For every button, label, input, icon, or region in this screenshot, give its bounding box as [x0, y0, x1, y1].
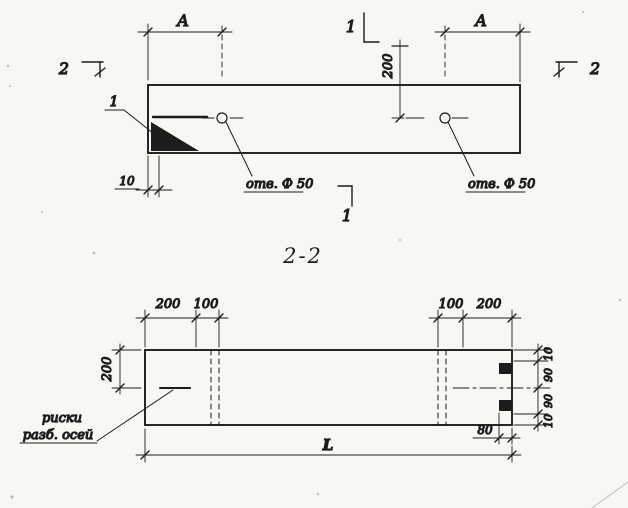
- dim-80: [472, 412, 521, 445]
- corner-scratch: [591, 481, 628, 508]
- dim-left-200: [111, 343, 142, 395]
- dim-top-right: [428, 309, 522, 348]
- hole-right: [405, 112, 469, 124]
- axes-note-line1: риски: [42, 411, 82, 426]
- dim-right-90-lower-label: 90: [542, 394, 555, 408]
- hidden-lines-right: [437, 349, 447, 426]
- notch-top: [499, 363, 512, 374]
- dim-a-right: [434, 23, 531, 83]
- dim-10-plan-label: 10: [119, 174, 135, 188]
- corner-triangle-mark: [151, 122, 199, 151]
- dim-top-right-100-label: 100: [439, 297, 464, 312]
- hidden-lines-left: [210, 349, 220, 426]
- section-title: 2-2: [282, 244, 323, 268]
- dim-200-vertical: [391, 39, 409, 123]
- scan-artifacts: [6, 11, 622, 499]
- section-2-marker-left: [81, 61, 106, 78]
- dim-right-10-top-label: 10: [542, 347, 555, 361]
- section-2-right-label: 2: [589, 59, 600, 78]
- section-1-marker-bottom: [337, 185, 353, 207]
- dim-10-plan: [114, 155, 173, 198]
- plan-view: A A 1 1 200: [57, 10, 600, 225]
- section-2-marker-right: [553, 61, 578, 78]
- dim-length: [135, 428, 522, 463]
- hole-left-leader: [225, 121, 304, 193]
- corner-callout-leader: [104, 109, 164, 142]
- dim-right-chain: [513, 343, 549, 432]
- axes-note-line2: разб. осей: [23, 428, 94, 443]
- hole-left-label: отв. Ф 50: [246, 177, 313, 192]
- axes-note-leader: [19, 389, 174, 444]
- dim-a-left: [137, 23, 233, 81]
- section-1-top-label: 1: [346, 17, 356, 36]
- dim-right-10-bottom-label: 10: [542, 414, 555, 428]
- section-1-marker-top: [363, 12, 380, 43]
- dim-length-label: L: [322, 436, 334, 454]
- dim-right-90-upper-label: 90: [542, 368, 555, 382]
- section-view: 200 100 100 200 200: [19, 296, 556, 463]
- dim-200-vertical-label: 200: [381, 54, 396, 80]
- dim-a-left-label: A: [175, 11, 189, 30]
- dim-top-left-200-label: 200: [155, 297, 181, 312]
- dim-top-right-200-label: 200: [476, 297, 502, 312]
- section-1-bottom-label: 1: [342, 206, 352, 225]
- dim-a-right-label: A: [473, 11, 487, 30]
- hole-left: [202, 112, 244, 124]
- beam-outline-plan: [147, 84, 521, 154]
- dim-top-left-100-label: 100: [194, 297, 219, 312]
- dim-left-200-label: 200: [100, 357, 115, 383]
- section-2-left-label: 2: [58, 59, 69, 78]
- hole-right-label: отв. Ф 50: [468, 177, 535, 192]
- dim-80-label: 80: [477, 423, 493, 437]
- corner-callout-label: 1: [110, 94, 119, 110]
- notch-bottom: [499, 400, 512, 411]
- dim-top-left: [135, 309, 229, 348]
- hole-right-leader: [447, 121, 526, 193]
